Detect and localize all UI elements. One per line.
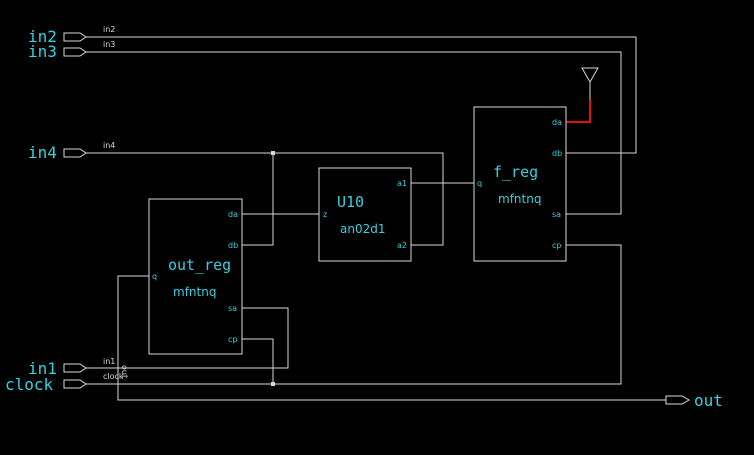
out-reg-pin-sa: sa bbox=[228, 304, 237, 313]
out-reg-box bbox=[148, 198, 243, 355]
port-in1[interactable]: in1 bbox=[28, 359, 87, 378]
port-in3[interactable]: in3 bbox=[28, 42, 87, 61]
u10-cell-name: an02d1 bbox=[340, 222, 385, 236]
f-reg-cell-name: mfntnq bbox=[498, 192, 541, 206]
input-port-icon bbox=[63, 32, 87, 42]
junction-dot-clock bbox=[271, 382, 275, 386]
junction-dot-in4 bbox=[271, 151, 275, 155]
port-label-in3: in3 bbox=[28, 42, 57, 61]
input-port-icon bbox=[63, 363, 87, 373]
port-out[interactable]: out bbox=[665, 391, 723, 410]
net-label-in1: in1 bbox=[103, 357, 115, 366]
wire-clock[interactable] bbox=[86, 244, 622, 385]
instance-u10[interactable]: U10 an02d1 z a1 a2 bbox=[318, 167, 412, 262]
out-reg-pin-da: da bbox=[228, 210, 238, 219]
wire-in4[interactable] bbox=[86, 152, 444, 184]
instance-f-reg[interactable]: f_reg mfntnq da db sa cp q bbox=[473, 106, 567, 262]
f-reg-instance-name: f_reg bbox=[493, 163, 538, 181]
f-reg-box bbox=[473, 106, 567, 262]
wire-in4-to-out-reg-db[interactable] bbox=[242, 153, 274, 246]
f-reg-pin-db: db bbox=[552, 149, 562, 158]
wire-u10-a2-to-f-reg-q[interactable] bbox=[411, 182, 474, 246]
input-port-icon bbox=[63, 379, 87, 389]
net-label-out: out bbox=[120, 365, 129, 378]
f-reg-pin-sa: sa bbox=[552, 210, 561, 219]
net-label-in4: in4 bbox=[103, 141, 115, 150]
port-label-clock: clock bbox=[5, 375, 54, 394]
wire-out[interactable] bbox=[117, 275, 666, 401]
u10-pin-z: z bbox=[323, 210, 327, 219]
u10-pin-a1: a1 bbox=[397, 179, 407, 188]
wire-in2[interactable] bbox=[86, 36, 637, 154]
port-label-out: out bbox=[694, 391, 723, 410]
port-clock[interactable]: clock bbox=[5, 375, 87, 394]
f-reg-pin-q: q bbox=[477, 179, 482, 188]
instance-out-reg[interactable]: out_reg mfntnq da db sa cp q bbox=[148, 198, 243, 355]
wire-clock-to-out-reg-cp[interactable] bbox=[242, 338, 274, 384]
tie-off-wire bbox=[566, 100, 591, 123]
u10-instance-name: U10 bbox=[337, 193, 364, 211]
wire-in1[interactable] bbox=[86, 307, 289, 369]
output-port-icon bbox=[665, 395, 691, 405]
out-reg-pin-q: q bbox=[152, 272, 157, 281]
wire-in3[interactable] bbox=[86, 51, 622, 215]
input-port-icon bbox=[63, 148, 87, 158]
net-label-in2: in2 bbox=[103, 25, 115, 34]
u10-box bbox=[318, 167, 412, 262]
out-reg-cell-name: mfntnq bbox=[173, 285, 216, 299]
port-in2[interactable]: in2 bbox=[28, 27, 87, 46]
f-reg-pin-da: da bbox=[552, 118, 562, 127]
f-reg-pin-cp: cp bbox=[552, 241, 561, 250]
out-reg-instance-name: out_reg bbox=[168, 256, 231, 274]
net-label-in3: in3 bbox=[103, 40, 115, 49]
tie-off-triangle-icon bbox=[581, 67, 599, 84]
input-port-icon bbox=[63, 47, 87, 57]
port-label-in1: in1 bbox=[28, 359, 57, 378]
u10-pin-a2: a2 bbox=[397, 241, 407, 250]
port-label-in2: in2 bbox=[28, 27, 57, 46]
port-label-in4: in4 bbox=[28, 143, 57, 162]
out-reg-pin-cp: cp bbox=[228, 335, 237, 344]
port-in4[interactable]: in4 bbox=[28, 143, 87, 162]
wires bbox=[86, 36, 666, 401]
out-reg-pin-db: db bbox=[228, 241, 238, 250]
net-label-clock: clock bbox=[103, 372, 124, 381]
